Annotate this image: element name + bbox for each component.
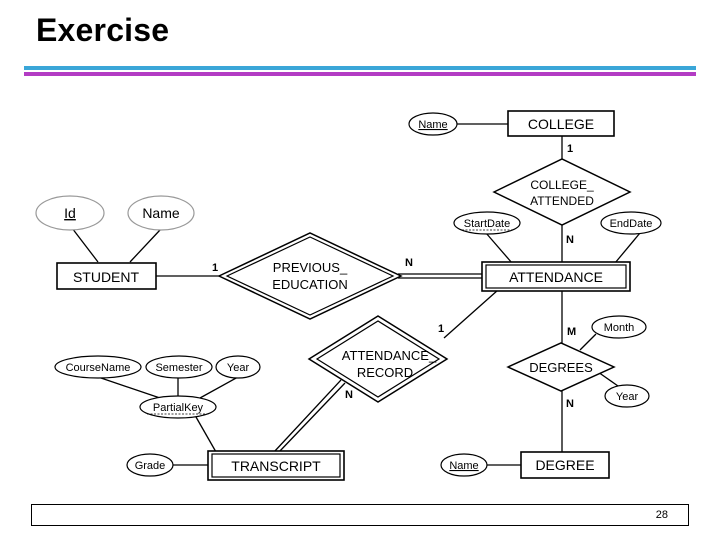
line-year-partialkey <box>199 376 239 399</box>
line-year-degrees <box>597 371 619 387</box>
entity-transcript: TRANSCRIPT <box>207 450 345 481</box>
entity-transcript-label: TRANSCRIPT <box>231 458 321 474</box>
attribute-semester: Semester <box>145 355 213 379</box>
rel-attendance-record-line2: RECORD <box>357 365 413 380</box>
attribute-student-id: Id <box>35 195 105 231</box>
attribute-course-name: CourseName <box>54 355 142 379</box>
relationship-degrees: DEGREES <box>506 342 616 392</box>
title-underline-blue <box>24 66 696 70</box>
attribute-degrees-year: Year <box>604 384 650 408</box>
attr-partial-key-label: PartialKey <box>153 402 204 414</box>
attr-end-date-label: EndDate <box>610 218 653 230</box>
line-attendancerecord-transcript-2 <box>278 382 346 453</box>
entity-degree-label: DEGREE <box>535 457 594 473</box>
footer-box: 28 <box>31 504 689 526</box>
line-id-student <box>71 227 99 263</box>
attr-month-label: Month <box>604 322 635 334</box>
attr-student-name-label: Name <box>142 205 180 221</box>
card-collegeattended-n: N <box>566 234 574 246</box>
card-attendance-m: M <box>567 326 576 338</box>
rel-attendance-record-line1: ATTENDANCE_ <box>342 348 437 363</box>
attribute-grade: Grade <box>126 453 174 477</box>
attribute-college-name: Name <box>408 112 458 136</box>
line-attendancerecord-transcript-1 <box>273 379 342 453</box>
card-transcript-n: N <box>345 389 353 401</box>
entity-student: STUDENT <box>56 262 157 290</box>
entity-college-label: COLLEGE <box>528 116 594 132</box>
relationship-previous-education: PREVIOUS_ EDUCATION <box>217 232 403 320</box>
card-college-1: 1 <box>567 143 573 155</box>
attr-degree-name-label: Name <box>449 460 478 472</box>
attr-course-name-label: CourseName <box>66 362 131 374</box>
attr-transcript-year-label: Year <box>227 362 250 374</box>
attribute-transcript-year: Year <box>215 355 261 379</box>
rel-college-attended-line1: COLLEGE_ <box>530 178 594 192</box>
entity-attendance: ATTENDANCE <box>481 261 631 292</box>
attr-degrees-year-label: Year <box>616 391 639 403</box>
title-underline-purple <box>24 72 696 76</box>
card-attendance-n: N <box>405 257 413 269</box>
attribute-month: Month <box>591 315 647 339</box>
card-student-1: 1 <box>212 262 218 274</box>
entity-attendance-label: ATTENDANCE <box>509 269 603 285</box>
entity-college: COLLEGE <box>507 110 615 137</box>
card-degree-n: N <box>566 398 574 410</box>
attr-student-id-label: Id <box>64 205 76 221</box>
entity-student-label: STUDENT <box>73 269 140 285</box>
rel-previous-education-line1: PREVIOUS_ <box>273 260 348 275</box>
attr-grade-label: Grade <box>135 460 166 472</box>
attr-semester-label: Semester <box>155 362 202 374</box>
relationship-college-attended: COLLEGE_ ATTENDED <box>492 158 632 226</box>
entity-degree: DEGREE <box>520 451 610 479</box>
line-enddate-attendance <box>614 232 641 264</box>
line-attendance-attendancerecord <box>443 289 499 339</box>
attribute-start-date: StartDate <box>453 211 521 235</box>
line-month-degrees <box>579 333 597 351</box>
line-startdate-attendance <box>485 232 513 264</box>
line-partialkey-transcript <box>195 416 217 453</box>
attr-start-date-label: StartDate <box>464 218 510 230</box>
rel-previous-education-line2: EDUCATION <box>272 277 348 292</box>
attribute-end-date: EndDate <box>600 211 662 235</box>
attr-college-name-label: Name <box>418 119 447 131</box>
line-name-student <box>129 229 161 263</box>
rel-college-attended-line2: ATTENDED <box>530 194 594 208</box>
page-number: 28 <box>655 509 668 521</box>
rel-degrees-label: DEGREES <box>529 360 593 375</box>
attribute-degree-name: Name <box>440 453 488 477</box>
slide-title: Exercise <box>36 12 170 48</box>
relationship-attendance-record: ATTENDANCE_ RECORD <box>307 315 449 403</box>
attribute-student-name: Name <box>127 195 195 231</box>
line-coursename-partialkey <box>97 376 161 399</box>
attribute-partial-key: PartialKey <box>139 395 217 419</box>
card-attendance-1: 1 <box>438 323 444 335</box>
